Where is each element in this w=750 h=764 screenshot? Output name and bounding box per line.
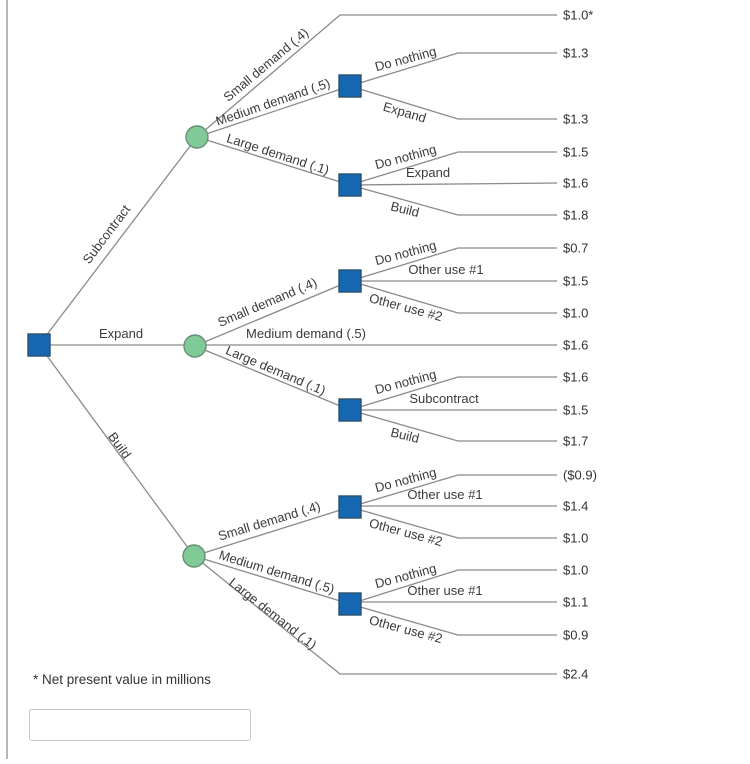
branch-line-E-other2 — [349, 506, 557, 539]
nodes — [27, 74, 362, 616]
branch-line-D-donothing — [349, 376, 557, 411]
label-D-build: Build — [389, 424, 421, 446]
branch-line-build — [38, 344, 195, 557]
decision-node-exp-small — [338, 269, 362, 293]
branch-line-exp-large — [194, 345, 351, 411]
terminal-value: $1.6 — [563, 176, 588, 191]
chance-node-build — [182, 544, 206, 568]
terminal-value: $1.3 — [563, 112, 588, 127]
label-F-other-use-2: Other use #2 — [368, 612, 444, 646]
terminal-value: $1.0 — [563, 531, 588, 546]
label-exp-medium-demand: Medium demand (.5) — [246, 326, 366, 341]
label-exp-small-demand: Small demand (.4) — [215, 275, 319, 330]
label-build: Build — [105, 429, 134, 461]
terminal-value: $1.5 — [563, 274, 588, 289]
label-E-other-use-1: Other use #1 — [407, 487, 482, 502]
terminal-value: $1.8 — [563, 208, 588, 223]
branch-line-sub-small — [196, 14, 557, 138]
decision-node-sub-medium — [338, 74, 362, 98]
terminal-value: $1.0 — [563, 306, 588, 321]
branch-line-A-expand — [349, 85, 557, 120]
branch-line-bld-large — [193, 555, 557, 675]
label-F-other-use-1: Other use #1 — [407, 583, 482, 598]
terminal-value: $2.4 — [563, 667, 588, 682]
page-left-border — [6, 0, 8, 759]
terminal-value: $1.1 — [563, 595, 588, 610]
root-decision-node — [27, 333, 51, 357]
terminal-value: $1.4 — [563, 499, 588, 514]
label-C-other-use-1: Other use #1 — [408, 262, 483, 277]
terminal-value: $1.6 — [563, 338, 588, 353]
branch-line-C-donothing — [349, 247, 557, 282]
branch-line-B-build — [349, 184, 557, 216]
terminal-value: $1.0 — [563, 563, 588, 578]
branch-line-B-donothing — [349, 151, 557, 186]
branch-line-exp-small — [194, 280, 351, 347]
branch-line-subcontract — [38, 136, 198, 346]
label-D-subcontract: Subcontract — [409, 391, 479, 406]
label-B-build: Build — [389, 198, 421, 220]
branch-line-sub-large — [196, 136, 351, 186]
label-sub-large-demand: Large demand (.1) — [225, 130, 331, 177]
branch-line-D-build — [349, 409, 557, 442]
branch-lines — [38, 14, 558, 675]
answer-input[interactable] — [29, 709, 251, 741]
branch-line-sub-medium — [196, 85, 351, 138]
branch-line-C-other2 — [349, 280, 557, 314]
decision-node-bld-medium — [338, 592, 362, 616]
branch-line-F-other2 — [349, 603, 557, 636]
terminal-value: $1.3 — [563, 46, 588, 61]
branch-line-E-donothing — [349, 474, 557, 508]
branch-line-F-donothing — [349, 569, 557, 605]
label-E-other-use-2: Other use #2 — [368, 515, 444, 549]
terminal-value: $0.7 — [563, 241, 588, 256]
branch-line-B-expand — [349, 182, 558, 186]
label-B-expand: Expand — [406, 165, 450, 180]
decision-node-exp-large — [338, 398, 362, 422]
chance-node-expand — [183, 334, 207, 358]
terminal-value: $0.9 — [563, 628, 588, 643]
label-C-other-use-2: Other use #2 — [368, 290, 444, 324]
decision-node-bld-small — [338, 495, 362, 519]
terminal-value: $1.0* — [563, 8, 593, 23]
chance-node-subcontract — [185, 125, 209, 149]
footnote: * Net present value in millions — [33, 672, 211, 687]
label-expand: Expand — [99, 326, 143, 341]
branch-line-A-donothing — [349, 52, 557, 87]
terminal-value: $1.5 — [563, 403, 588, 418]
branch-line-bld-small — [193, 506, 351, 557]
terminal-value: $1.7 — [563, 434, 588, 449]
terminal-value: ($0.9) — [563, 468, 597, 483]
branch-line-bld-medium — [193, 555, 351, 605]
terminal-value: $1.6 — [563, 370, 588, 385]
decision-node-sub-large — [338, 173, 362, 197]
terminal-value: $1.5 — [563, 145, 588, 160]
label-exp-large-demand: Large demand (.1) — [224, 342, 328, 398]
